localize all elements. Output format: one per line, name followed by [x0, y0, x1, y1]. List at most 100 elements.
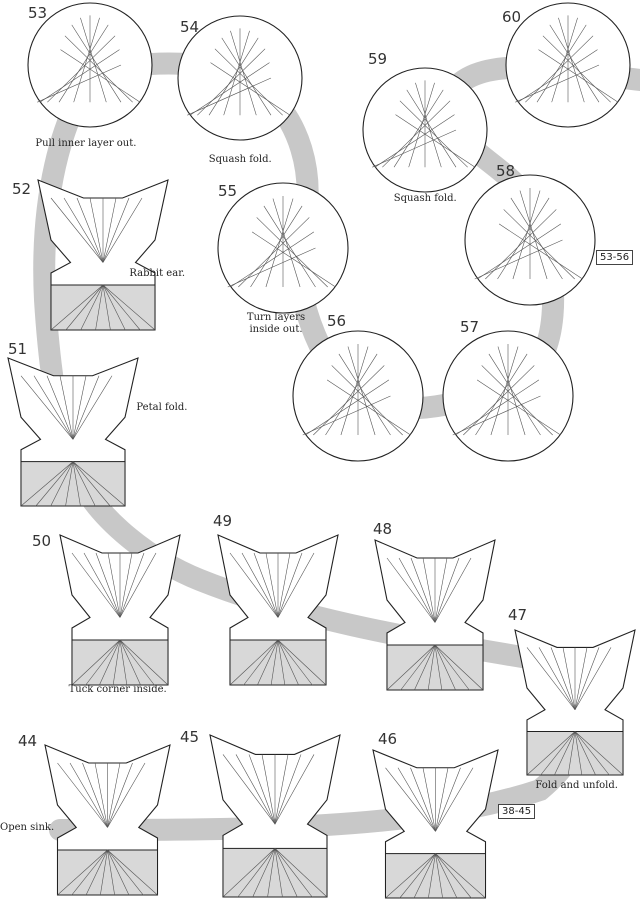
crease-line	[95, 552, 121, 618]
crease-line	[73, 17, 100, 103]
crease-line	[538, 49, 619, 103]
crease-line	[237, 848, 276, 898]
crease-line	[414, 644, 436, 691]
crease-line	[72, 461, 111, 507]
step-number-45: 45	[180, 728, 200, 746]
crease-line	[107, 762, 133, 828]
crease-line	[119, 552, 133, 618]
crease-line	[574, 731, 610, 776]
crease-line	[261, 754, 276, 825]
crease-line	[82, 762, 108, 828]
crease-line	[498, 223, 583, 280]
crease-line	[230, 30, 257, 116]
crease-line	[248, 754, 276, 825]
step-54-figure	[177, 15, 303, 141]
crease-line	[59, 375, 74, 440]
crease-line	[94, 762, 108, 828]
crease-line	[267, 848, 276, 898]
crease-line	[517, 49, 598, 103]
crease-line	[89, 197, 104, 263]
step-57-figure	[442, 330, 574, 462]
crease-line	[257, 639, 279, 686]
crease-line	[497, 346, 526, 436]
crease-line	[107, 849, 115, 896]
crease-line	[574, 731, 596, 776]
crease-line	[39, 49, 120, 103]
crease-line	[274, 848, 283, 898]
crease-line	[463, 365, 535, 436]
crease-line	[35, 461, 74, 507]
crease-line	[65, 284, 104, 331]
step-number-56: 56	[327, 312, 347, 330]
crease-line	[326, 379, 411, 436]
crease-line	[313, 365, 385, 436]
crease-line	[574, 647, 600, 710]
crease-line	[85, 639, 121, 686]
step-44-figure	[44, 744, 171, 896]
step-number-44: 44	[18, 732, 38, 750]
crease-line	[435, 767, 461, 832]
crease-line	[435, 853, 458, 899]
crease-line	[189, 62, 270, 116]
crease-line	[455, 379, 540, 436]
crease-line	[229, 639, 279, 686]
step-51-figure	[7, 357, 139, 507]
shaded-base	[20, 461, 126, 507]
step-number-55: 55	[218, 182, 238, 200]
crease-line	[112, 639, 121, 686]
crease-line	[338, 353, 391, 436]
crease-line	[574, 647, 588, 710]
crease-line	[475, 353, 528, 436]
crease-line	[210, 62, 291, 116]
step-56-figure	[292, 330, 424, 462]
step-58-figure	[464, 174, 596, 306]
crease-line	[208, 37, 259, 116]
crease-line	[222, 848, 276, 898]
crease-line	[72, 461, 81, 507]
crease-line	[340, 346, 369, 436]
crease-line	[85, 849, 108, 896]
crease-line	[434, 644, 470, 691]
crease-line	[76, 197, 104, 263]
crease-line	[99, 639, 121, 686]
shaded-base	[57, 849, 158, 896]
crease-line	[102, 284, 111, 331]
crease-line	[510, 197, 563, 280]
crease-line	[476, 379, 561, 436]
crease-line	[435, 853, 472, 899]
step-number-46: 46	[378, 730, 398, 748]
crease-line	[428, 853, 436, 899]
crease-line	[102, 197, 143, 263]
crease-line	[415, 82, 442, 168]
crease-line	[102, 284, 126, 331]
crease-line	[497, 197, 550, 280]
step-number-58: 58	[496, 162, 516, 180]
crease-line	[274, 754, 315, 825]
crease-line	[385, 853, 436, 899]
step-60-figure	[505, 2, 631, 128]
crease-line	[399, 853, 436, 899]
crease-line	[434, 644, 456, 691]
crease-line	[481, 365, 553, 436]
crease-line	[119, 639, 155, 686]
crease-line	[222, 754, 276, 825]
step-52-figure	[37, 179, 169, 331]
crease-line	[434, 557, 448, 623]
crease-line	[434, 557, 472, 623]
crease-line	[71, 24, 122, 103]
crease-line	[393, 89, 444, 168]
shaded-base	[71, 639, 169, 686]
crease-line	[119, 639, 169, 686]
crease-line	[274, 848, 298, 898]
crease-line	[71, 639, 121, 686]
crease-line	[100, 849, 108, 896]
crease-line	[558, 17, 585, 103]
step-number-53: 53	[28, 4, 48, 22]
shaded-base	[385, 853, 486, 899]
crease-line	[538, 647, 576, 710]
crease-line	[107, 552, 121, 618]
crease-line	[72, 375, 100, 440]
crease-line	[277, 639, 299, 686]
crease-line	[95, 284, 104, 331]
